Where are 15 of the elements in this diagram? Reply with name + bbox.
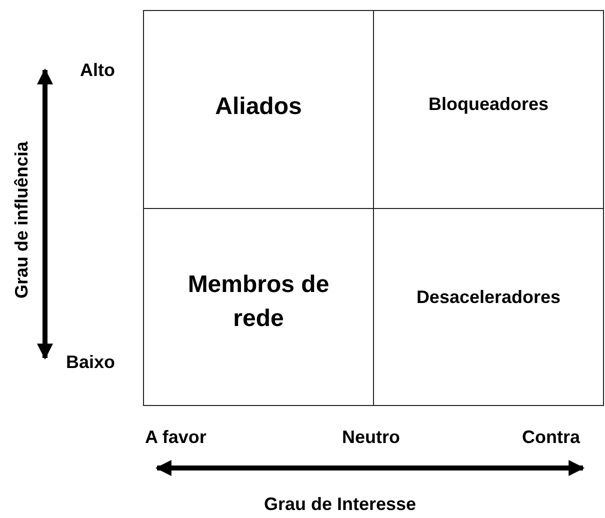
axis-title: Grau de Interesse (264, 494, 416, 515)
quadrant-label: Aliados (215, 92, 302, 122)
quadrant-box (143, 10, 374, 209)
quadrant-box (143, 208, 374, 406)
axis-tick-label: Alto (80, 60, 115, 81)
quadrant-label: Desaceleradores (416, 286, 561, 310)
axis-tick-label: Contra (522, 427, 580, 448)
axis-tick-label: Baixo (66, 352, 116, 373)
axis-tick-label: Neutro (342, 427, 400, 448)
quadrant-label: Bloqueadores (428, 92, 549, 116)
axis-tick-label: A favor (145, 427, 206, 448)
axis-title: Grau de influência (12, 141, 32, 299)
quadrant-box (373, 10, 604, 209)
quadrant-box (373, 208, 604, 406)
quadrant-label: Membros de rede (186, 270, 330, 334)
